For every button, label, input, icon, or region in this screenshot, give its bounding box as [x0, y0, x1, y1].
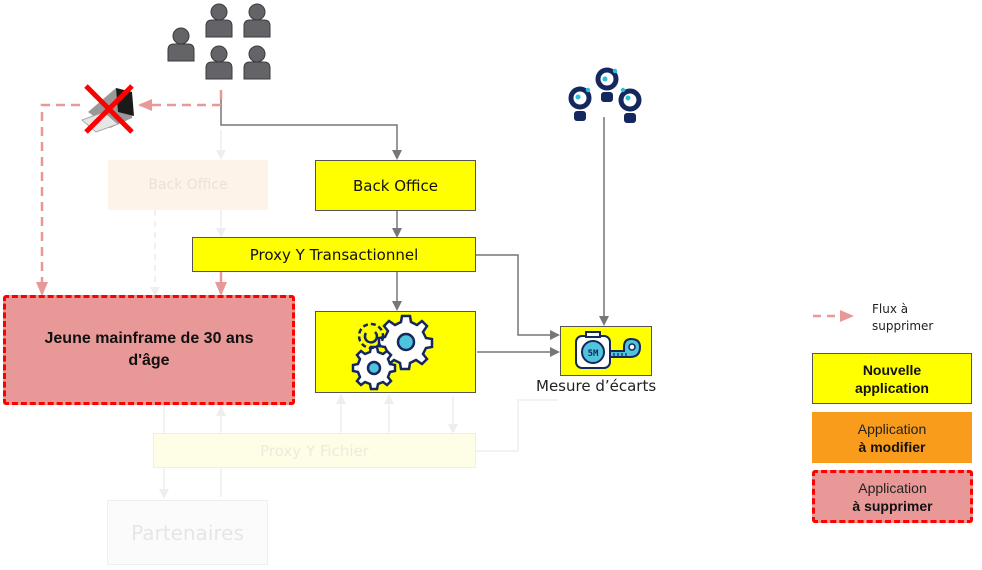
active-connectors: [220, 90, 609, 357]
crossed-out-computer-icon: [81, 84, 134, 134]
legacy-back-office-node: Back Office: [108, 160, 268, 210]
gears-icon: [351, 314, 433, 391]
back-office-label: Back Office: [353, 176, 438, 195]
analysts-group-icon: [568, 67, 642, 123]
legacy-connectors: [150, 130, 558, 499]
legend-remove-line2: à supprimer: [852, 497, 933, 514]
flows-to-remove: [36, 90, 227, 296]
legend-flow-label: Flux à supprimer: [872, 302, 934, 333]
processing-engine-node[interactable]: [315, 311, 476, 393]
legend-new-application-label: Nouvelle application: [855, 361, 929, 396]
back-office-node[interactable]: Back Office: [315, 160, 476, 211]
legacy-back-office-label: Back Office: [148, 177, 228, 193]
measuring-tape-icon: 5M: [575, 331, 642, 369]
legend-modify-line2: à modifier: [858, 438, 926, 455]
mesure-ecarts-label: Mesure d’écarts: [536, 377, 657, 395]
proxy-transactionnel-node[interactable]: Proxy Y Transactionnel: [192, 237, 476, 272]
mainframe-label: Jeune mainframe de 30 ans d'âge: [44, 330, 254, 369]
mainframe-node[interactable]: Jeune mainframe de 30 ans d'âge: [3, 295, 295, 405]
legend-remove-line1: Application: [858, 479, 927, 496]
partenaires-label: Partenaires: [131, 520, 244, 545]
proxy-transactionnel-label: Proxy Y Transactionnel: [249, 245, 419, 264]
svg-text:5M: 5M: [588, 349, 599, 359]
legend-modify-application: Application à modifier: [812, 412, 972, 463]
mesure-ecarts-node[interactable]: 5M: [560, 326, 652, 376]
partenaires-node: Partenaires: [107, 500, 268, 565]
proxy-fichier-node: Proxy Y Fichier: [153, 433, 476, 468]
people-group-icon: [167, 3, 271, 80]
legend-new-application: Nouvelle application: [812, 353, 972, 404]
legend-modify-line1: Application: [857, 420, 927, 437]
proxy-fichier-label: Proxy Y Fichier: [260, 441, 369, 460]
legend-remove-application: Application à supprimer: [812, 470, 973, 523]
